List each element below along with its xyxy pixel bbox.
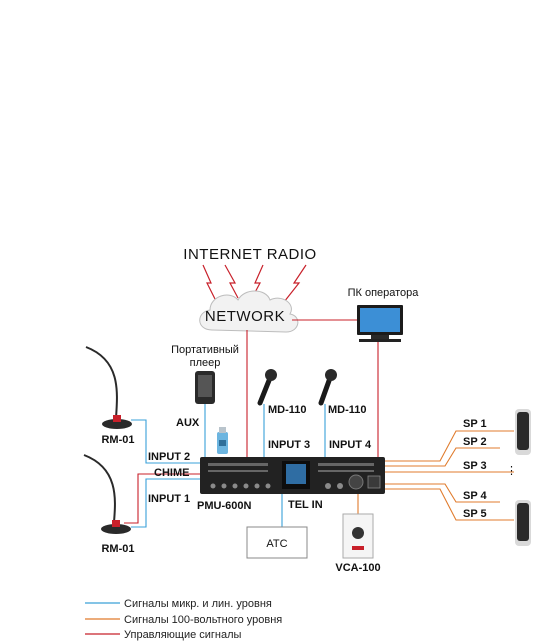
- radio-links: [202, 264, 307, 303]
- input2-link: [131, 419, 200, 464]
- portable-player-label-2: плеер: [190, 357, 221, 369]
- internet-radio-label: INTERNET RADIO: [183, 246, 316, 263]
- aux-label: AUX: [176, 417, 200, 429]
- network-cloud-icon: [199, 290, 299, 333]
- sp5-label: SP 5: [463, 508, 487, 520]
- paging-mic-bottom-icon: [83, 454, 131, 534]
- vca-label: VCA-100: [335, 562, 380, 574]
- network-label: NETWORK: [205, 308, 285, 325]
- monitor-icon: [357, 305, 403, 342]
- input1-link: [131, 478, 200, 528]
- legend-line-level: Сигналы микр. и лин. уровня: [124, 598, 272, 610]
- input4-label: INPUT 4: [329, 439, 372, 451]
- chime-link: [124, 473, 200, 524]
- input2-label: INPUT 2: [148, 451, 190, 463]
- md110-left-label: MD-110: [268, 404, 307, 416]
- legend: Сигналы микр. и лин. уровня Сигналы 100-…: [85, 598, 282, 641]
- legend-speaker-100v: Сигналы 100-вольтного уровня: [124, 614, 282, 626]
- amplifier-unit: [200, 457, 385, 494]
- speaker-top-icon: [515, 409, 531, 455]
- usb-stick-icon: [217, 427, 228, 454]
- md110-right-label: MD-110: [328, 404, 367, 416]
- speaker-lines: [385, 430, 514, 521]
- speaker-bottom-icon: [515, 500, 531, 546]
- sp1-label: SP 1: [463, 418, 487, 430]
- legend-control: Управляющие сигналы: [124, 629, 242, 641]
- amp-model-label: PMU-600N: [197, 500, 251, 512]
- input3-label: INPUT 3: [268, 439, 310, 451]
- rm01-top-label: RM-01: [101, 434, 134, 446]
- rm01-bottom-label: RM-01: [101, 543, 134, 555]
- sp2-label: SP 2: [463, 436, 487, 448]
- microphone-left-icon: [257, 369, 277, 406]
- sp3-label: SP 3: [463, 460, 487, 472]
- tel-in-label: TEL IN: [288, 499, 323, 511]
- atc-box: [246, 526, 308, 559]
- chime-label: CHIME: [154, 467, 189, 479]
- atc-label: АТС: [266, 538, 287, 550]
- sp4-label: SP 4: [463, 490, 488, 502]
- input1-label: INPUT 1: [148, 493, 190, 505]
- more-speakers-ellipsis: ⋮: [506, 465, 517, 477]
- portable-player-label-1: Портативный: [171, 344, 239, 356]
- microphone-right-icon: [318, 369, 337, 406]
- operator-pc-label: ПК оператора: [348, 287, 420, 299]
- volume-controller-icon: [342, 513, 374, 559]
- media-player-icon: [195, 371, 215, 404]
- paging-mic-top-icon: [85, 346, 132, 429]
